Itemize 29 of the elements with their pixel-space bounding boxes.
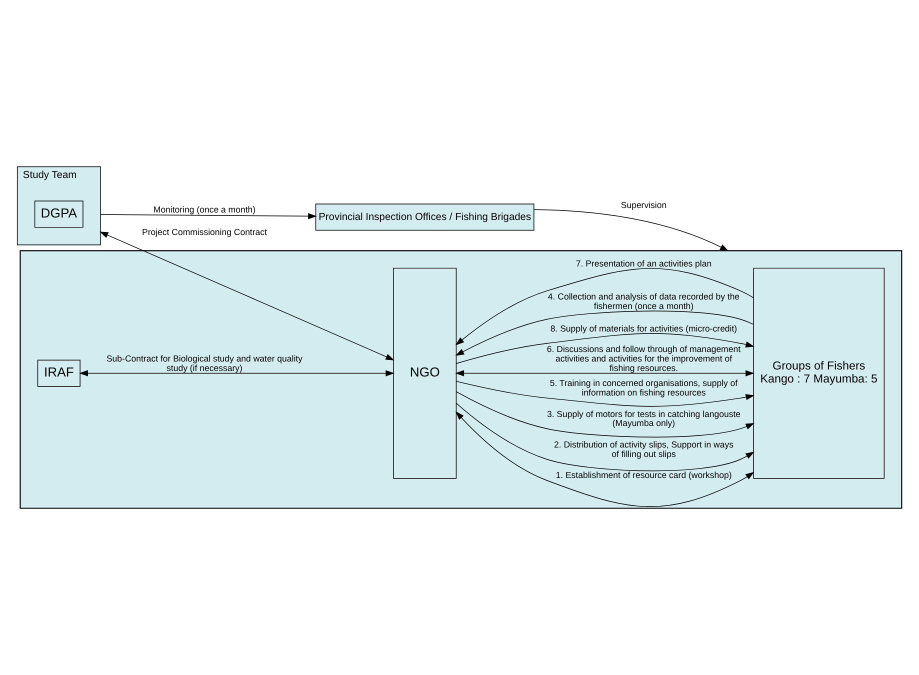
node-box: IRAF <box>37 360 80 387</box>
edge-label: 5. Training in concerned organisations, supply of information on fishing resources <box>550 378 738 398</box>
arrow <box>534 209 729 252</box>
edge-label: 8. Supply of materials for activities (micro-credit) <box>550 323 738 334</box>
edge-label: Sub-Contract for Biological study and water quality study (if necessary) <box>106 353 302 373</box>
arrow <box>456 411 754 507</box>
arrow <box>455 268 754 346</box>
edge-label: 2. Distribution of activity slips, Support in ways of filling out slips <box>554 439 734 459</box>
arrow <box>455 370 754 376</box>
arrow <box>99 232 394 360</box>
node-box: DGPA <box>34 200 84 228</box>
arrow <box>456 402 754 472</box>
arrow <box>456 391 755 438</box>
edge-label: Monitoring (once a month) <box>153 204 256 214</box>
arrow <box>79 370 394 376</box>
edge-label: 4. Collection and analysis of data recorded by the fishermen (once a month) <box>548 291 740 311</box>
node-box: NGO <box>393 268 457 479</box>
arrow <box>456 380 754 407</box>
edge-label: 3. Supply of motors for tests in catching langouste (Mayumba only) <box>546 408 741 428</box>
edge-label: 6. Discussions and follow through of management activities and activities for the improvement of fishing resources. <box>546 344 741 373</box>
arrow <box>455 310 754 356</box>
edge-label: 7. Presentation of an activities plan <box>576 258 712 268</box>
edge-label: Project Commissioning Contract <box>142 227 267 238</box>
edge-label: 1. Establishment of resource card (workshop) <box>556 470 732 480</box>
arrow <box>100 213 317 220</box>
edge-label: Supervision <box>620 200 667 210</box>
arrow <box>456 333 754 364</box>
node-box: Provincial Inspection Offices / Fishing Brigades <box>315 204 534 231</box>
node-box: Groups of Fishers Kango : 7 Mayumba: 5 <box>753 268 885 479</box>
